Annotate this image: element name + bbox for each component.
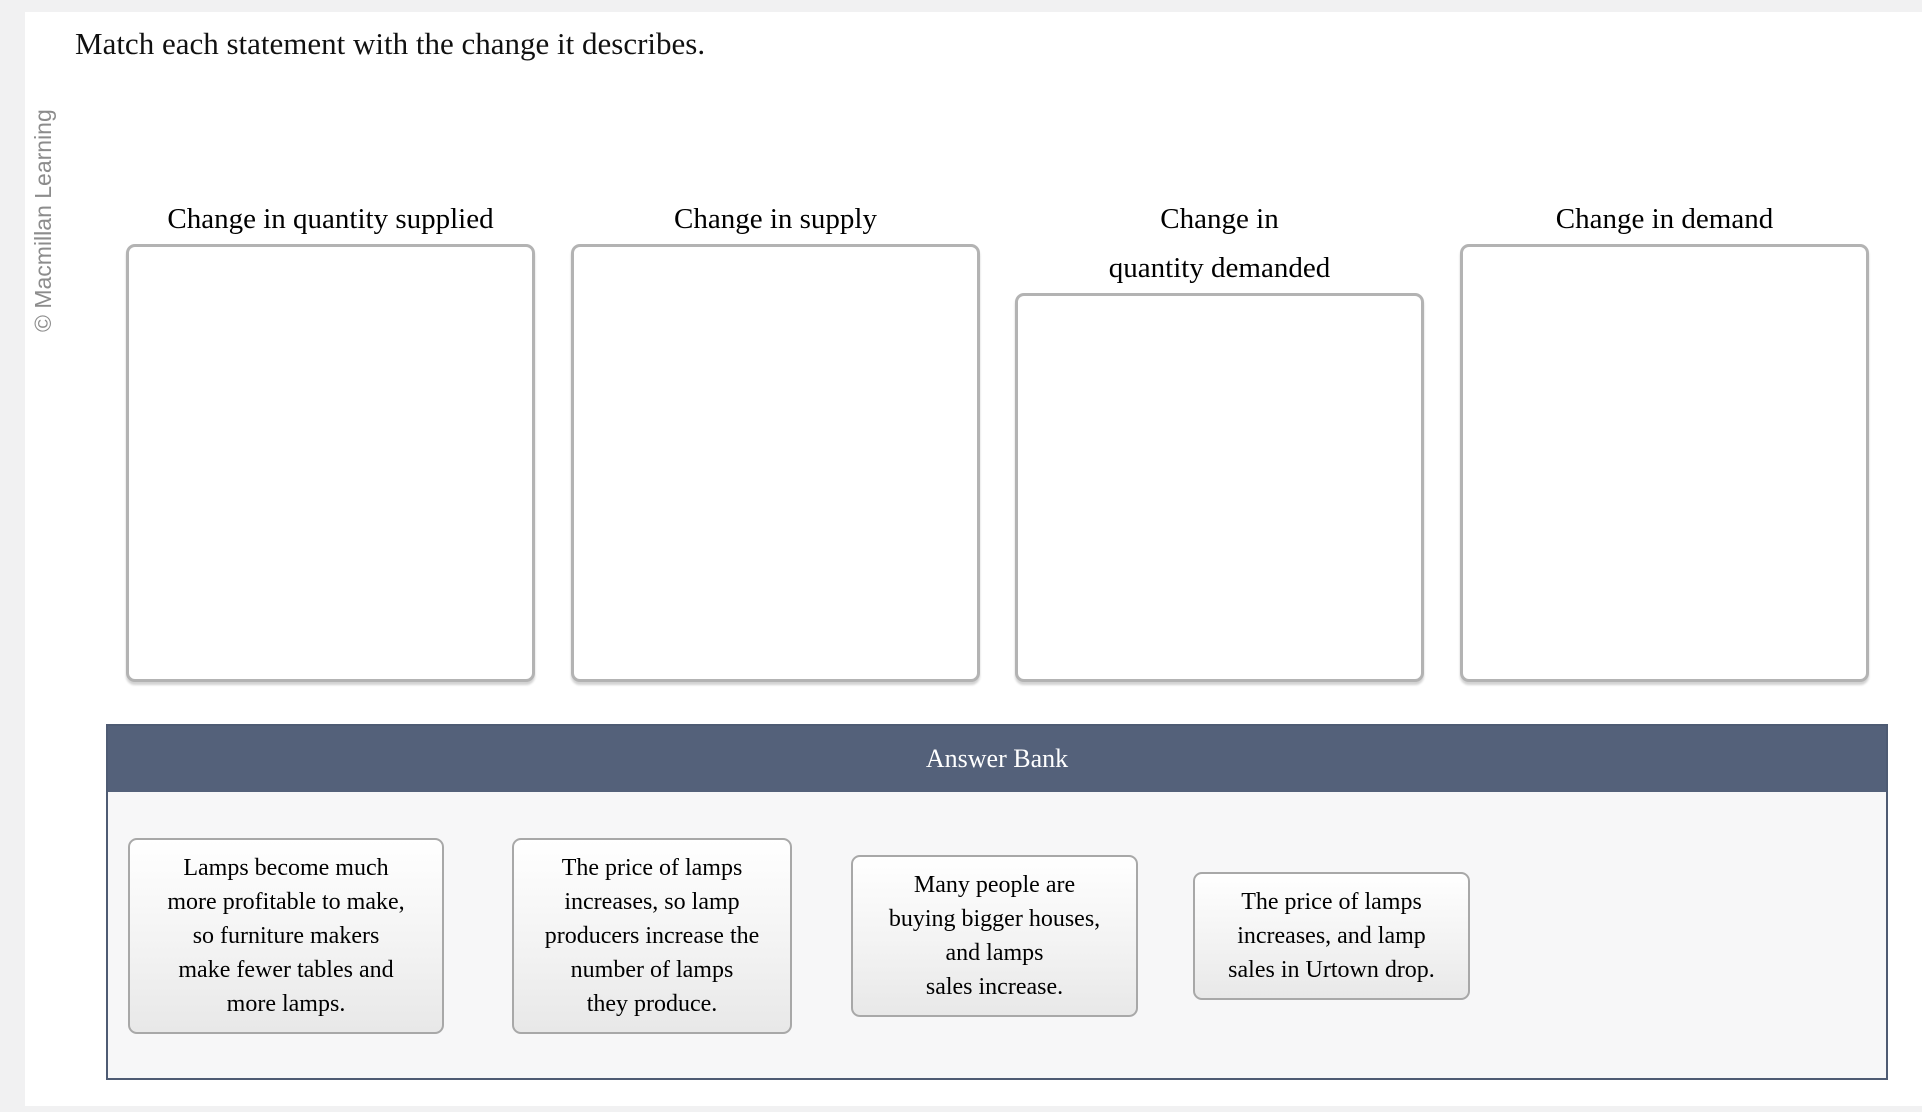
column-quantity-demanded: Change in quantity demanded <box>1015 195 1424 682</box>
answer-card-producers-increase-lamps[interactable]: The price of lamps increases, so lamp pr… <box>512 838 792 1034</box>
question-prompt: Match each statement with the change it … <box>75 26 706 61</box>
answer-bank-body: Lamps become much more profitable to mak… <box>108 792 1886 1080</box>
column-supply: Change in supply <box>571 195 980 682</box>
column-label: Change in supply <box>674 203 877 235</box>
drop-zone-quantity-demanded[interactable] <box>1015 293 1424 682</box>
drop-zone-demand[interactable] <box>1460 244 1869 682</box>
answer-card-fewer-tables-more-lamps[interactable]: Lamps become much more profitable to mak… <box>128 838 444 1034</box>
column-label: Change in quantity demanded <box>1108 203 1331 284</box>
column-quantity-supplied: Change in quantity supplied <box>126 195 535 682</box>
macmillan-watermark: © Macmillan Learning <box>30 109 56 332</box>
answer-card-urtown-sales-drop[interactable]: The price of lamps increases, and lamp s… <box>1193 872 1470 1000</box>
answer-bank-header: Answer Bank <box>108 726 1886 792</box>
column-label: Change in quantity supplied <box>167 203 494 235</box>
drop-zone-supply[interactable] <box>571 244 980 682</box>
answer-bank: Answer Bank Lamps become much more profi… <box>106 724 1888 1080</box>
answer-card-bigger-houses-sales-increase[interactable]: Many people are buying bigger houses, an… <box>851 855 1138 1017</box>
answer-bank-title: Answer Bank <box>925 744 1069 773</box>
column-demand: Change in demand <box>1460 195 1869 682</box>
column-label: Change in demand <box>1555 203 1774 235</box>
drop-zone-quantity-supplied[interactable] <box>126 244 535 682</box>
